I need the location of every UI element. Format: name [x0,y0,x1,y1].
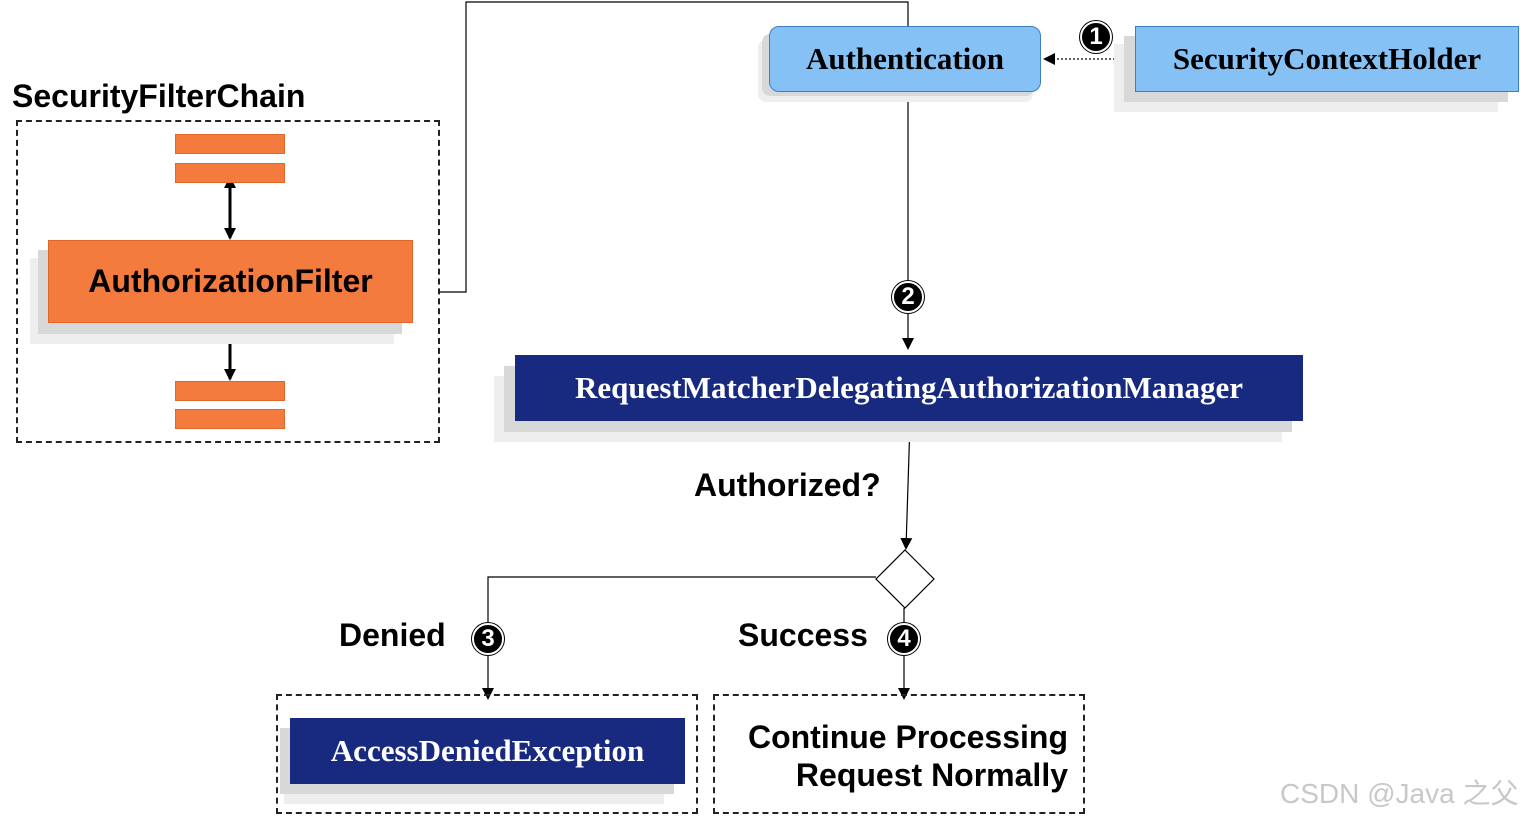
denied-container [276,694,698,814]
watermark: CSDN @Java 之父 [1280,778,1519,809]
success-container [713,694,1085,814]
authorization-manager-box: RequestMatcherDelegatingAuthorizationMan… [515,355,1303,421]
filter-bar [175,163,285,183]
denied-label: Denied [339,617,446,653]
access-denied-exception-box: AccessDeniedException [290,718,685,784]
step-1-badge: 1 [1080,21,1112,53]
decision-diamond [875,549,935,609]
continue-processing-text: Continue Processing Request Normally [720,718,1068,794]
step-3-badge: 3 [472,623,504,655]
filter-bar [175,409,285,429]
filter-bar [175,381,285,401]
continue-processing-line-2: Request Normally [795,757,1068,793]
success-label: Success [738,617,868,653]
filter-chain-container [16,120,440,443]
filter-bar [175,134,285,154]
step-2-badge: 2 [892,281,924,313]
continue-processing-line-1: Continue Processing [747,719,1068,755]
authorization-filter: AuthorizationFilter [48,240,413,323]
authorized-question: Authorized? [694,467,881,503]
filter-chain-title: SecurityFilterChain [12,78,306,114]
authentication-box: Authentication [769,26,1041,92]
step-4-badge: 4 [888,623,920,655]
security-context-holder-box: SecurityContextHolder [1135,26,1519,92]
